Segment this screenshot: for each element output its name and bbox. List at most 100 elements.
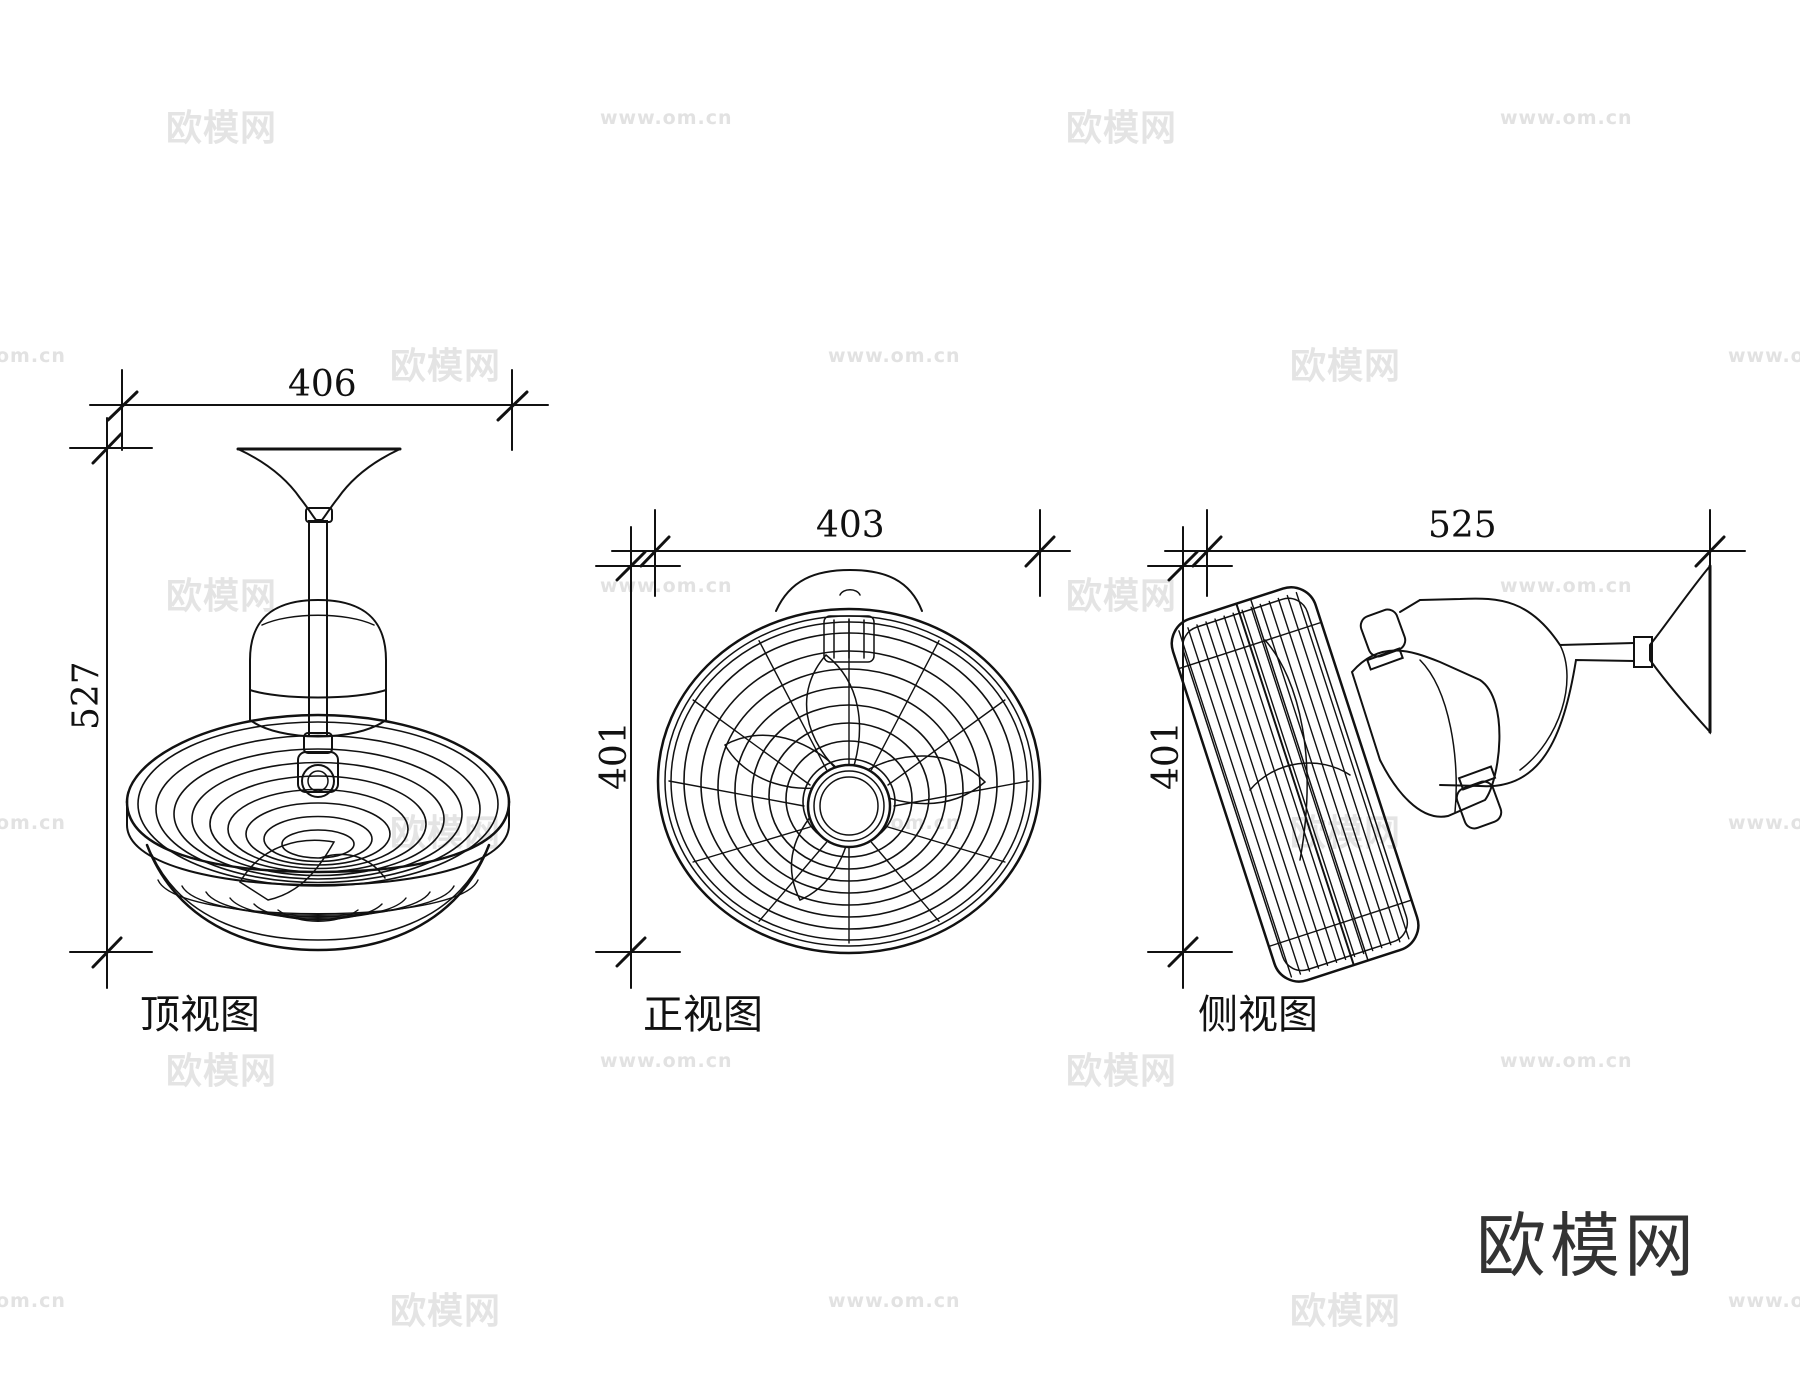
front-cage-spoke [870, 640, 940, 771]
side-height-tick-top [1167, 550, 1199, 582]
cage-upper-rim [125, 713, 511, 804]
side-view-drawing [1147, 509, 1746, 989]
watermark-logo: 欧模网 [166, 1051, 278, 1092]
side-cage-bar [1250, 606, 1365, 955]
side-cage-bar [1205, 621, 1320, 969]
top-view-drawing [69, 369, 549, 989]
front-height-tick-bottom [615, 936, 647, 968]
top-cage-ring [209, 775, 427, 873]
front-cage-spoke [893, 780, 1030, 807]
side-width-tick-right [1694, 535, 1726, 568]
side-view-cage-bars [1177, 591, 1413, 978]
tilt-knob [297, 751, 339, 793]
top-cage-ring [227, 788, 409, 870]
top-cage-ring [137, 721, 499, 887]
watermark-url: www.om.cn [828, 345, 961, 367]
top-width-tick-left [106, 390, 139, 422]
brand-logo-text: 欧模网 [1476, 1205, 1698, 1287]
cage-lower-bowl [145, 843, 491, 952]
side-cage-bar [1187, 627, 1302, 975]
side-height-tick-bottom [1167, 936, 1199, 968]
side-cage-bar [1286, 594, 1401, 943]
top-cage-ring [263, 815, 373, 863]
top-cage-ring [155, 734, 481, 884]
watermark-logo: 欧模网 [166, 576, 278, 617]
front-width-tick-left [639, 535, 671, 568]
wall-plate-collar [1633, 636, 1653, 668]
side-cage-bar [1241, 609, 1356, 958]
top-cage-ring [173, 748, 463, 880]
front-cage-spoke [887, 826, 1006, 863]
ceiling-canopy [237, 448, 401, 521]
watermark-url: www.om.cn [1500, 575, 1633, 597]
watermark-url: om.cn [0, 1290, 66, 1312]
front-view-cage-spokes [668, 618, 1030, 944]
front-blade-left [723, 734, 851, 789]
watermark-logo: 欧模网 [390, 813, 502, 854]
watermark-url: www.om.cn [600, 107, 733, 129]
front-view-label: 正视图 [643, 992, 763, 1038]
top-cage-ring [191, 761, 445, 877]
watermark-logo: 欧模网 [1066, 576, 1178, 617]
top-cage-lower-ring [277, 909, 359, 922]
top-height-tick-top [91, 432, 123, 465]
front-cage-spoke [870, 841, 940, 922]
side-width-tick-left [1191, 535, 1223, 568]
top-cage-lower-ring [229, 897, 407, 919]
front-cage-spoke [692, 699, 811, 786]
watermark-url: www.om.cn [1728, 1290, 1800, 1312]
side-cage-bar [1178, 630, 1293, 978]
front-cage-spoke [887, 699, 1006, 786]
watermark-logo: 欧模网 [1066, 1051, 1178, 1092]
top-view-label: 顶视图 [140, 992, 260, 1038]
top-cage-ring [281, 829, 355, 859]
top-view-cage-rings [137, 721, 499, 922]
top-width-label: 406 [288, 364, 357, 405]
side-cage-bar [1232, 612, 1347, 961]
watermark-url: www.om.cn [1500, 1050, 1633, 1072]
side-motor-body [1350, 649, 1501, 818]
front-cage-spoke [758, 640, 828, 771]
watermark-url: www.om.cn [1500, 107, 1633, 129]
watermark-logo: 欧模网 [166, 108, 278, 149]
watermark-logo: 欧模网 [1290, 1291, 1402, 1332]
side-cage-bar [1196, 624, 1311, 972]
watermark-url: www.om.cn [1728, 345, 1800, 367]
front-cage-spoke [668, 780, 805, 807]
watermark-logo: 欧模网 [390, 1291, 502, 1332]
knob-cap [301, 764, 335, 798]
watermark-logo: 欧模网 [1290, 346, 1402, 387]
yoke-arm-upper [1419, 597, 1635, 647]
front-motor-badge [823, 615, 875, 663]
top-cage-lower-ring [205, 891, 431, 918]
motor-housing [249, 598, 387, 721]
side-height-label: 401 [1146, 721, 1187, 790]
watermark-logo: 欧模网 [1066, 108, 1178, 149]
front-height-label: 401 [594, 721, 635, 790]
top-height-label: 527 [66, 661, 107, 730]
watermark-logo: 欧模网 [390, 346, 502, 387]
top-cage-lower-ring [157, 879, 479, 915]
side-cage-bar [1268, 600, 1383, 949]
side-cage-bar [1295, 591, 1410, 940]
front-cage-spoke [692, 826, 811, 863]
top-cage-lower-ring [253, 903, 383, 921]
side-width-label: 525 [1428, 505, 1497, 546]
watermark-url: om.cn [0, 345, 66, 367]
side-cage-bar [1223, 615, 1338, 963]
side-blade [1264, 639, 1308, 861]
watermark-url: www.om.cn [600, 575, 733, 597]
side-cage-bar [1214, 618, 1329, 966]
downrod [308, 520, 328, 737]
side-cage-bar [1259, 603, 1374, 952]
top-width-tick-right [496, 390, 529, 422]
watermark-url: www.om.cn [600, 1050, 733, 1072]
top-cage-ring [245, 802, 391, 866]
watermark-url: www.om.cn [1728, 812, 1800, 834]
yoke-arm-lower [1439, 658, 1635, 788]
front-cage-outer-rim [656, 607, 1042, 955]
front-width-label: 403 [816, 505, 885, 546]
front-height-tick-top [615, 550, 647, 582]
